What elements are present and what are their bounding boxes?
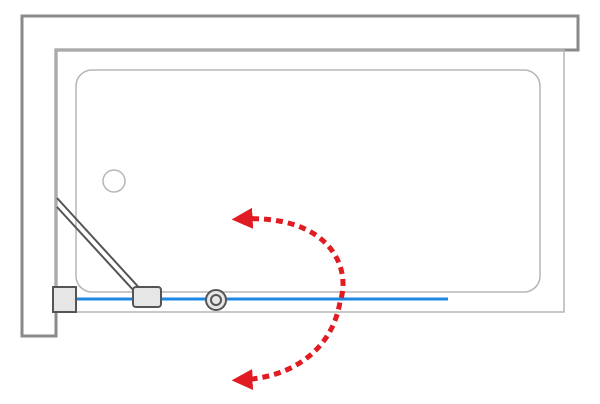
- drain-icon: [102, 169, 126, 193]
- bathtub-rim: [55, 49, 565, 313]
- door-swing-arrow: [231, 207, 346, 391]
- fixed-panel-inner-edge: [56, 206, 136, 293]
- wall-profile-bracket: [52, 286, 77, 313]
- bathtub-basin: [75, 69, 541, 293]
- hinge-block: [132, 286, 162, 308]
- handle-knob-inner: [210, 294, 222, 306]
- fixed-panel-outer-edge: [56, 197, 144, 293]
